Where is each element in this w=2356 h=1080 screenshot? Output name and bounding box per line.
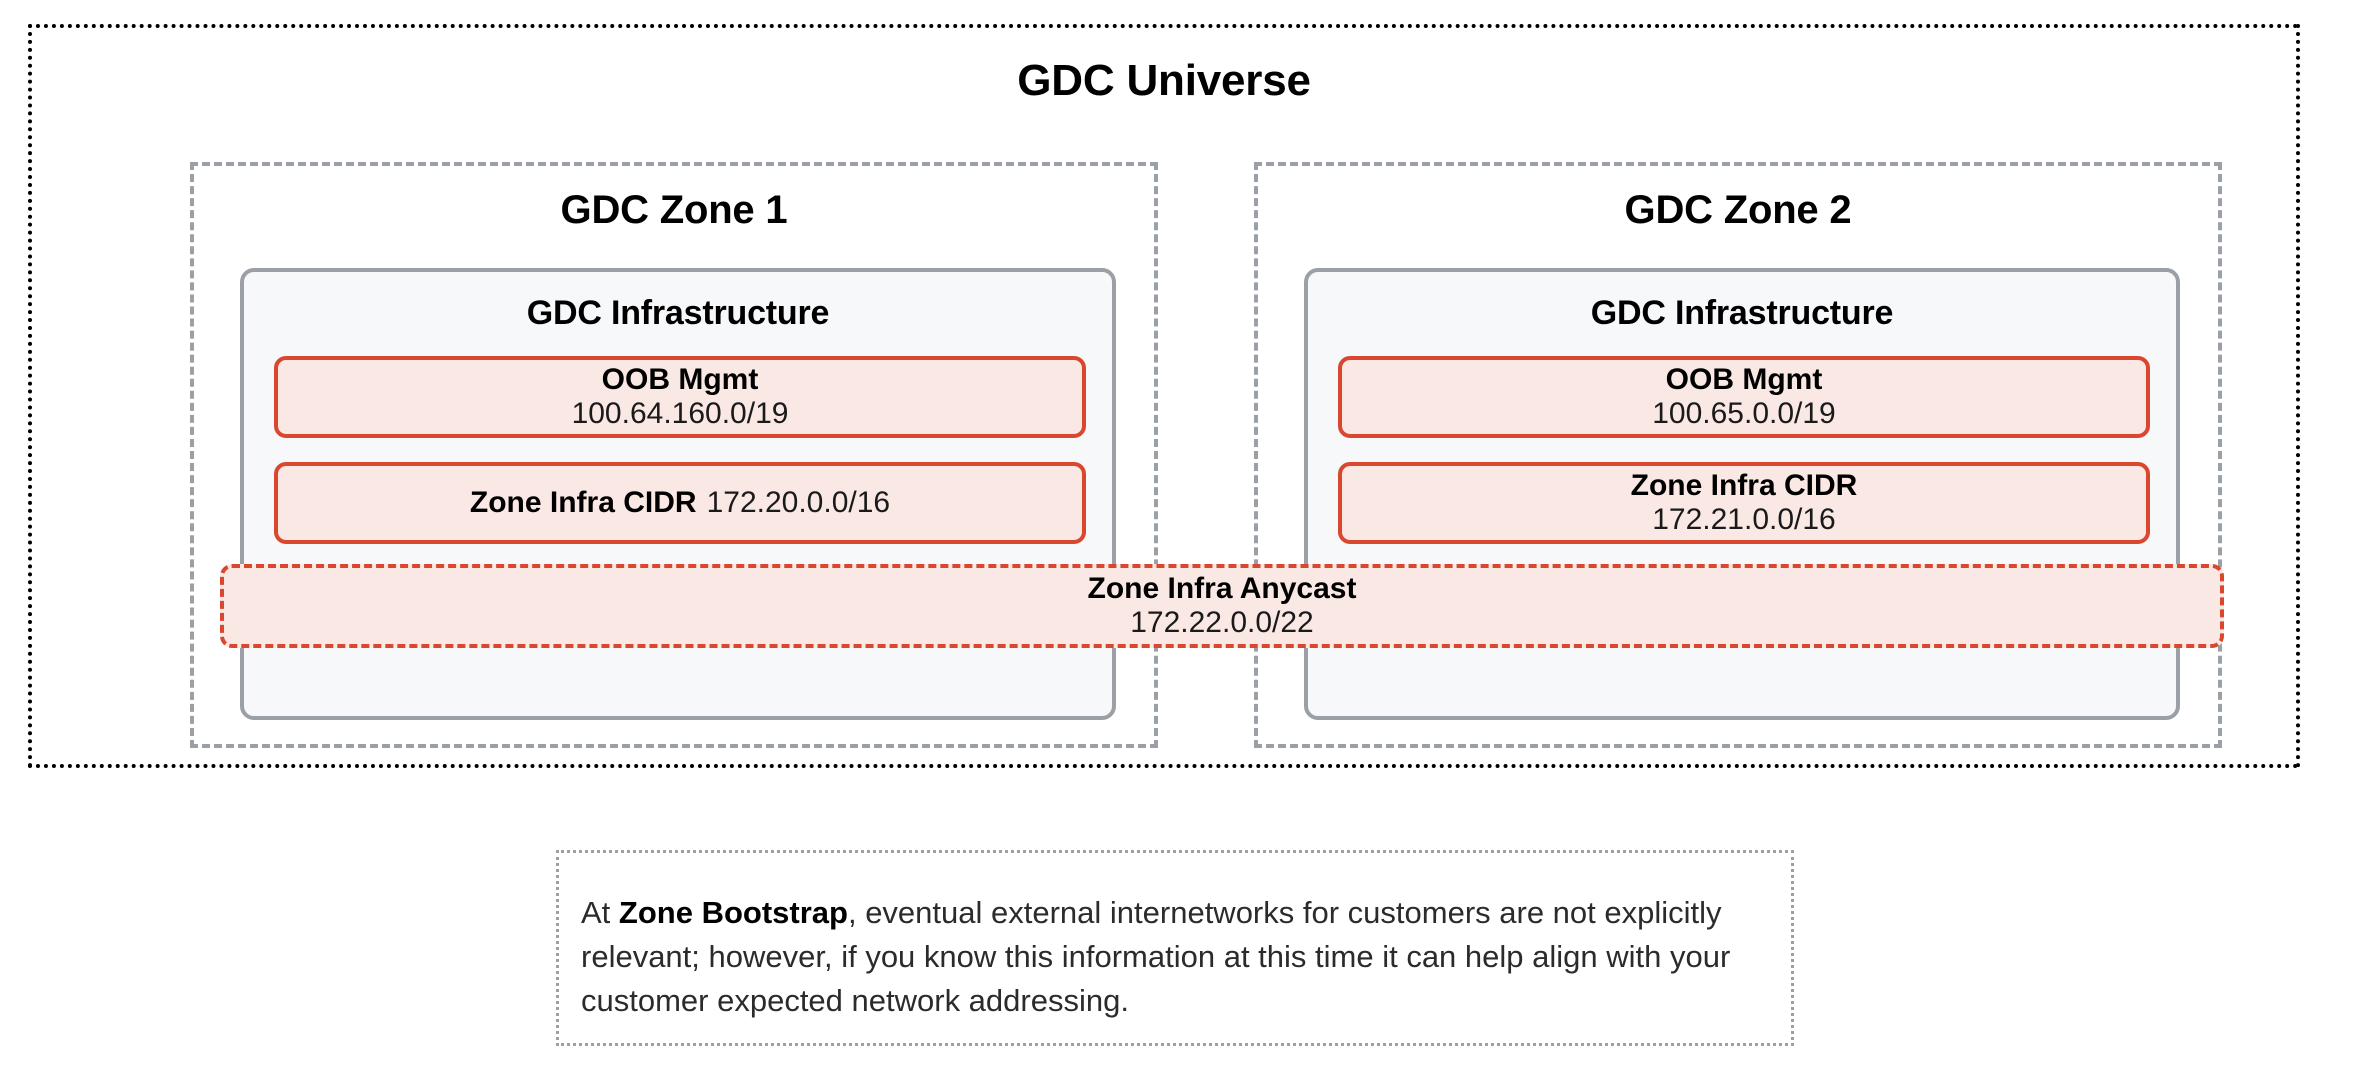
footnote-emphasis: Zone Bootstrap: [618, 895, 848, 930]
oob-mgmt-label-zone-1: OOB Mgmt: [601, 363, 759, 397]
gdc-zone-2-title: GDC Zone 2: [1624, 188, 1852, 232]
zone-infra-cidr-label-zone-1: Zone Infra CIDR: [469, 486, 697, 520]
oob-mgmt-label-zone-2: OOB Mgmt: [1665, 363, 1823, 397]
zone-infra-cidr-value-zone-2: 172.21.0.0/16: [1652, 503, 1836, 536]
oob-mgmt-block-zone-2: OOB Mgmt 100.65.0.0/19: [1338, 356, 2150, 438]
gdc-infrastructure-panel-zone-1: GDC Infrastructure OOB Mgmt 100.64.160.0…: [240, 268, 1116, 720]
footnote-body: , eventual external internetworks for cu…: [581, 895, 1731, 1019]
zone-infra-cidr-block-zone-1: Zone Infra CIDR 172.20.0.0/16: [274, 462, 1086, 544]
oob-mgmt-value-zone-1: 100.64.160.0/19: [571, 397, 789, 430]
oob-mgmt-value-zone-2: 100.65.0.0/19: [1652, 397, 1836, 430]
footnote-text: At Zone Bootstrap, eventual external int…: [581, 891, 1769, 1023]
gdc-infrastructure-panel-zone-2: GDC Infrastructure OOB Mgmt 100.65.0.0/1…: [1304, 268, 2180, 720]
gdc-zone-1-container: GDC Zone 1 GDC Infrastructure OOB Mgmt 1…: [190, 162, 1158, 748]
zone-infra-anycast-label: Zone Infra Anycast: [1087, 572, 1357, 606]
footnote-prefix: At: [581, 895, 619, 930]
zone-infra-anycast-block: Zone Infra Anycast 172.22.0.0/22: [220, 564, 2224, 648]
gdc-infrastructure-title-zone-2: GDC Infrastructure: [1590, 294, 1894, 332]
gdc-zone-2-container: GDC Zone 2 GDC Infrastructure OOB Mgmt 1…: [1254, 162, 2222, 748]
gdc-zone-1-title: GDC Zone 1: [560, 188, 788, 232]
gdc-infrastructure-title-zone-1: GDC Infrastructure: [526, 294, 830, 332]
zone-infra-cidr-value-zone-1: 172.20.0.0/16: [706, 486, 891, 520]
zone-infra-cidr-block-zone-2: Zone Infra CIDR 172.21.0.0/16: [1338, 462, 2150, 544]
gdc-universe-title: GDC Universe: [1017, 56, 1311, 105]
footnote-box: At Zone Bootstrap, eventual external int…: [556, 850, 1794, 1046]
oob-mgmt-block-zone-1: OOB Mgmt 100.64.160.0/19: [274, 356, 1086, 438]
gdc-universe-container: GDC Universe GDC Zone 1 GDC Infrastructu…: [28, 24, 2300, 768]
zone-infra-anycast-value: 172.22.0.0/22: [1130, 606, 1314, 639]
zone-infra-cidr-label-zone-2: Zone Infra CIDR: [1630, 469, 1858, 503]
